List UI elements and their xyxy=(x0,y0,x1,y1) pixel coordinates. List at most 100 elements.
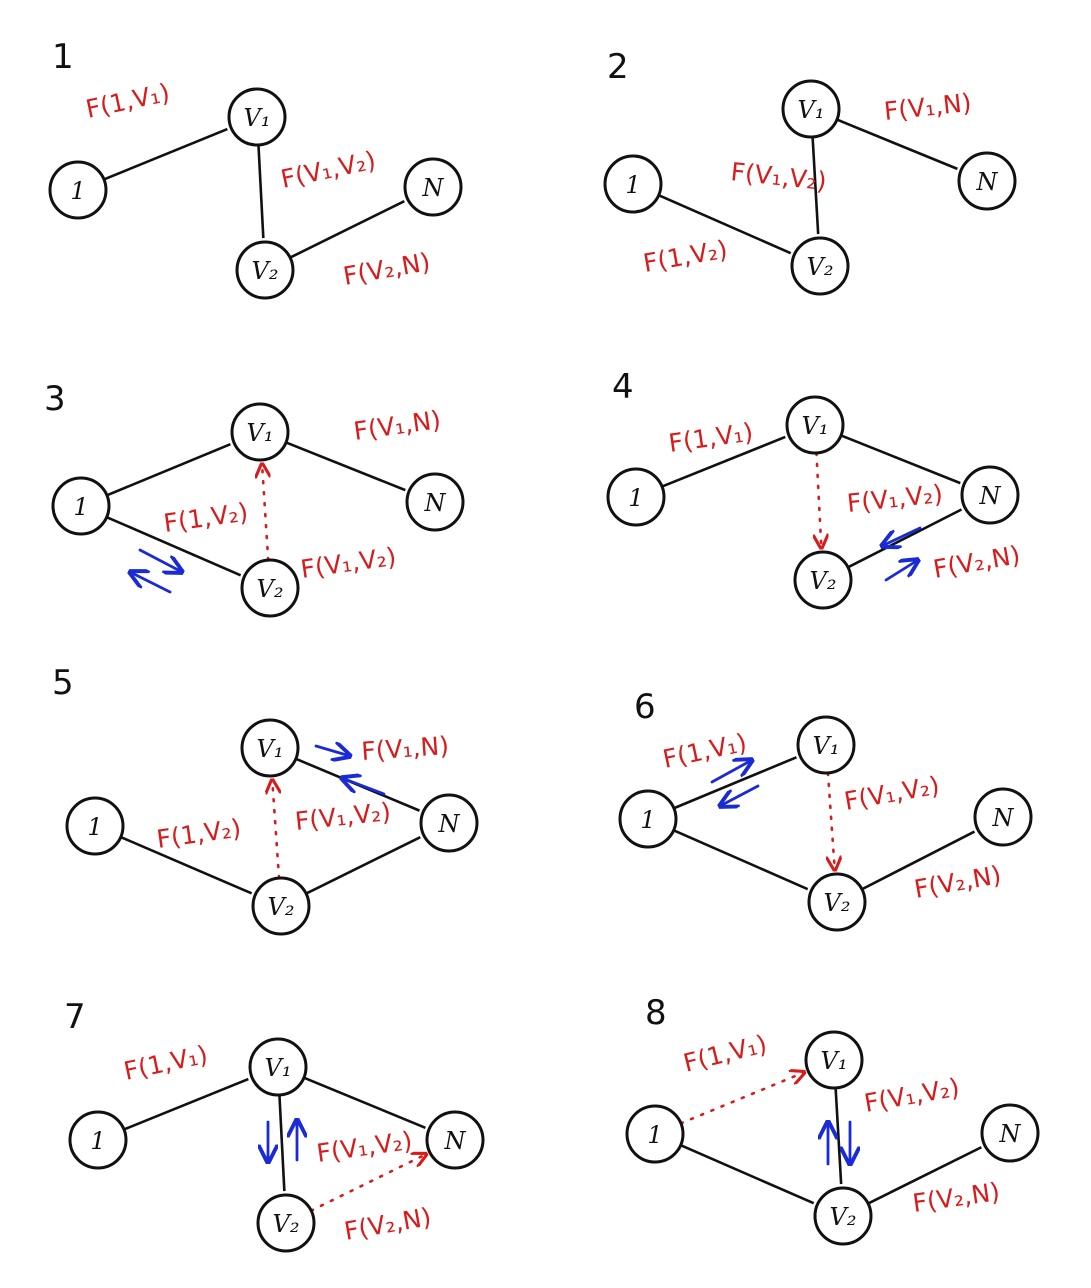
node-label: V₂ xyxy=(252,257,279,285)
node-v2: V₂ xyxy=(256,1193,316,1253)
node-circle xyxy=(425,1110,485,1170)
panel-number: 8 xyxy=(645,993,667,1033)
edge-v1-N xyxy=(285,441,406,492)
capacity-label: F(V₂,N) xyxy=(911,1177,1002,1218)
node-label: V₂ xyxy=(268,893,295,921)
node-N: N xyxy=(419,793,479,853)
node-label: N xyxy=(444,1127,467,1155)
node-circle xyxy=(68,1110,128,1170)
node-v1: V₁ xyxy=(785,395,845,455)
node-label: 1 xyxy=(625,171,640,199)
capacity-label: F(V₂,N) xyxy=(912,860,1003,904)
node-n1: 1 xyxy=(606,467,666,527)
capacity-label: F(V₁,V₂) xyxy=(294,797,393,836)
edge-v1-v2 xyxy=(811,136,820,235)
node-N: N xyxy=(425,1110,485,1170)
flow-arrow xyxy=(720,784,760,806)
edge-n1-v1 xyxy=(103,127,228,181)
capacity-label: F(1,V₁) xyxy=(667,417,755,458)
edge-v2-N xyxy=(861,830,976,891)
panel-number: 2 xyxy=(607,47,629,87)
edge-v1-v2 xyxy=(834,1087,843,1185)
node-circle xyxy=(813,1186,873,1246)
panel-number: 1 xyxy=(52,37,74,77)
node-n1: 1 xyxy=(48,160,108,220)
node-circle xyxy=(419,793,479,853)
panel-5: 5 1 V₁ V₂ N F(V₁,N) F(1,V₂) F(V₁,V₂) xyxy=(52,663,479,936)
capacity-label: F(V₁,V₂) xyxy=(299,542,398,584)
node-n1: 1 xyxy=(51,476,111,536)
capacity-label: F(1,V₂) xyxy=(162,497,250,538)
node-v1: V₁ xyxy=(781,79,841,139)
flow-arrow xyxy=(342,778,386,796)
node-label: V₁ xyxy=(257,735,284,763)
node-label: 1 xyxy=(87,813,102,841)
capacity-label: F(V₁,V₂) xyxy=(846,479,945,518)
capacity-label: F(V₂,N) xyxy=(342,1202,433,1246)
node-circle xyxy=(405,472,465,532)
capacity-label: F(V₁,V₂) xyxy=(278,146,378,194)
edge-v2-N xyxy=(289,200,405,259)
edge-v2-N xyxy=(305,836,421,895)
node-label: V₂ xyxy=(257,575,284,603)
node-circle xyxy=(957,151,1017,211)
edge-n1-v2 xyxy=(673,829,809,891)
edge-n1-v2 xyxy=(120,835,253,895)
flow-arrow xyxy=(710,760,752,784)
edge-v1-N xyxy=(840,434,961,485)
node-N: N xyxy=(973,787,1033,847)
node-circle xyxy=(248,1037,308,1097)
dotted-edge-v2-N xyxy=(309,1154,426,1212)
capacity-label: F(1,V₁) xyxy=(660,728,749,774)
flow-arrow xyxy=(882,526,922,546)
dotted-edge-v2-v1 xyxy=(262,464,268,562)
node-circle xyxy=(230,402,290,462)
node-circle xyxy=(785,395,845,455)
node-v1: V₁ xyxy=(230,402,290,462)
edge-v1-v2 xyxy=(257,144,265,239)
node-label: V₁ xyxy=(798,96,825,124)
node-circle xyxy=(235,240,295,300)
capacity-label: F(V₁,N) xyxy=(360,731,449,766)
node-circle xyxy=(980,1103,1040,1163)
capacity-label: F(V₁,N) xyxy=(883,88,973,126)
flow-arrow xyxy=(884,560,918,582)
node-circle xyxy=(403,157,463,217)
edge-n1-v1 xyxy=(661,435,786,488)
edge-v1-N xyxy=(836,118,958,171)
node-circle xyxy=(960,465,1020,525)
node-label: N xyxy=(992,804,1015,832)
node-v1: V₁ xyxy=(227,87,287,147)
node-circle xyxy=(618,789,678,849)
capacity-label: F(1,V₂) xyxy=(155,813,243,854)
node-circle xyxy=(603,154,663,214)
node-v2: V₂ xyxy=(807,872,867,932)
node-N: N xyxy=(957,151,1017,211)
edge-n1-v2 xyxy=(106,515,242,577)
node-n1: 1 xyxy=(65,796,125,856)
edge-v1-v2 xyxy=(278,1094,286,1192)
edge-v1-N xyxy=(303,1076,426,1130)
edge-n1-v2 xyxy=(680,1144,815,1205)
dotted-edge-v1-v2 xyxy=(816,451,821,548)
node-label: 1 xyxy=(90,1127,105,1155)
capacity-label: F(V₁,V₂) xyxy=(862,1073,962,1118)
capacity-label: F(V₁,V₂) xyxy=(315,1126,414,1168)
panel-number: 4 xyxy=(612,367,634,407)
node-label: 1 xyxy=(70,177,85,205)
node-N: N xyxy=(960,465,1020,525)
node-circle xyxy=(793,550,853,610)
node-circle xyxy=(240,718,300,778)
node-label: V₂ xyxy=(273,1210,300,1238)
edge-n1-v2 xyxy=(658,194,792,255)
panel-number: 5 xyxy=(52,663,74,703)
node-label: N xyxy=(979,482,1002,510)
node-circle xyxy=(804,1030,864,1090)
node-circle xyxy=(790,236,850,296)
capacity-label: F(V₂,N) xyxy=(341,247,432,291)
node-label: N xyxy=(976,168,999,196)
edge-v2-N xyxy=(867,1146,982,1205)
